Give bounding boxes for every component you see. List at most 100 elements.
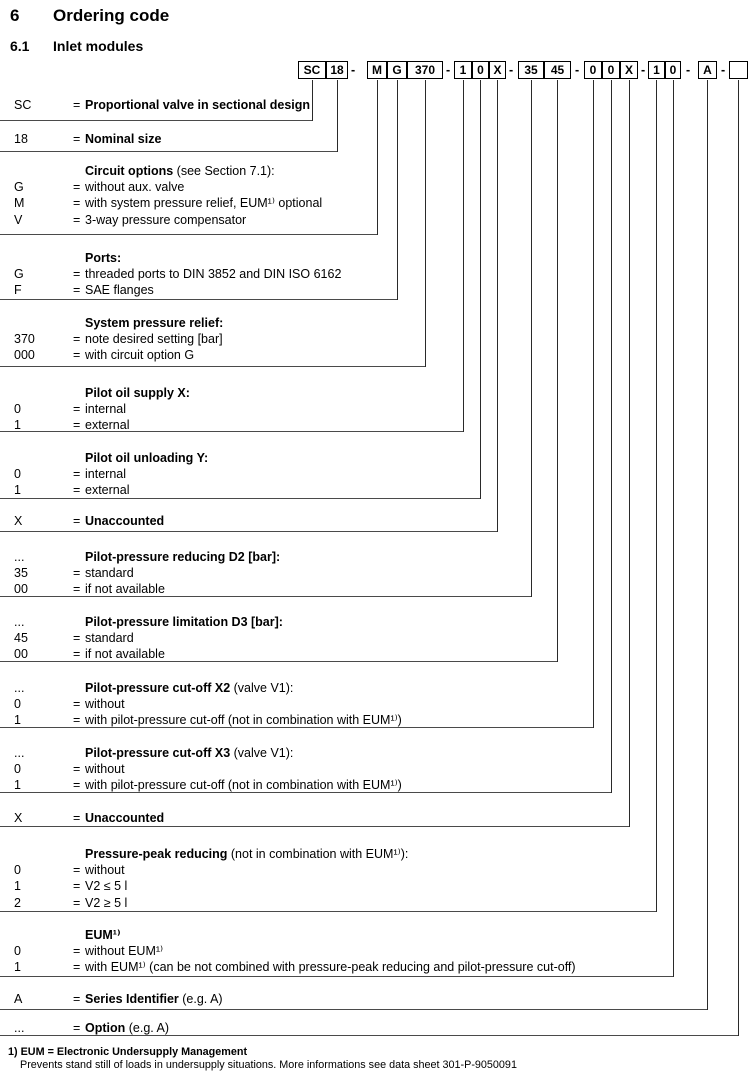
equals-sign: = xyxy=(73,879,81,894)
row-code: 35 xyxy=(14,566,28,581)
equals-sign: = xyxy=(73,960,81,975)
row-description: Unaccounted xyxy=(85,810,164,826)
equals-sign: = xyxy=(73,582,81,597)
row-code: ... xyxy=(14,550,25,564)
section-ports: Ports:G=threaded ports to DIN 3852 and D… xyxy=(0,250,397,300)
row-description: Option (e.g. A) xyxy=(85,1020,169,1036)
row-description: without EUM¹⁾ xyxy=(85,943,163,959)
row-description-bold: Option xyxy=(85,1021,126,1035)
equals-sign: = xyxy=(73,647,81,662)
row-description-text: with pilot-pressure cut-off (not in comb… xyxy=(85,713,402,728)
row-code: 0 xyxy=(14,944,21,959)
code-separator-dash: - xyxy=(641,63,646,77)
row-code: G xyxy=(14,267,24,282)
row-code: 1 xyxy=(14,879,21,894)
row-description-bold: Pilot-pressure cut-off X3 xyxy=(85,746,231,760)
row: 370=note desired setting [bar] xyxy=(0,331,425,347)
row: 45=standard xyxy=(0,630,557,646)
row-code: ... xyxy=(14,1021,25,1035)
row-description: with pilot-pressure cut-off (not in comb… xyxy=(85,777,402,793)
equals-sign: = xyxy=(73,944,81,959)
row-description: Pilot-pressure reducing D2 [bar]: xyxy=(85,549,280,565)
row-description-bold: Pressure-peak reducing xyxy=(85,847,228,861)
row: F=SAE flanges xyxy=(0,282,397,298)
row-description: V2 ≤ 5 l xyxy=(85,878,127,894)
row: 2=V2 ≥ 5 l xyxy=(0,895,656,911)
row-code: ... xyxy=(14,746,25,760)
connector-line xyxy=(738,80,740,1036)
row-description-text: without xyxy=(85,762,125,777)
row-code: 1 xyxy=(14,778,21,793)
row-description-bold: Pilot oil unloading Y: xyxy=(85,451,209,465)
code-box-X: X xyxy=(489,61,506,79)
code-box-0: 0 xyxy=(584,61,602,79)
section-pilot-pressure-cut-off-x3: ...Pilot-pressure cut-off X3 (valve V1):… xyxy=(0,745,611,793)
row: ...=Option (e.g. A) xyxy=(0,1020,738,1036)
row-description: Proportional valve in sectional design xyxy=(85,97,310,113)
row-description-bold: Circuit options xyxy=(85,164,174,178)
row: 0=internal xyxy=(0,401,463,417)
equals-sign: = xyxy=(73,631,81,646)
row-description: external xyxy=(85,482,129,498)
code-box-A: A xyxy=(698,61,717,79)
equals-sign: = xyxy=(73,98,81,112)
equals-sign: = xyxy=(73,132,81,146)
row-code: SC xyxy=(14,98,32,112)
row-description: without aux. valve xyxy=(85,179,184,195)
footnote-line1: 1) EUM = Electronic Undersupply Manageme… xyxy=(8,1046,248,1058)
section-pressure-peak-reducing: Pressure-peak reducing (not in combinati… xyxy=(0,846,656,912)
row-description-text: with system pressure relief, EUM¹⁾ optio… xyxy=(85,196,323,211)
row-description: V2 ≥ 5 l xyxy=(85,895,127,911)
row-description-bold: Unaccounted xyxy=(85,514,165,528)
row-description-bold: Pilot-pressure reducing D2 [bar]: xyxy=(85,550,281,564)
row-description: without xyxy=(85,696,125,712)
row-code: 0 xyxy=(14,402,21,417)
row-code: 1 xyxy=(14,960,21,975)
row-description-bold: EUM¹⁾ xyxy=(85,928,121,942)
row-code: 0 xyxy=(14,762,21,777)
row-code: 370 xyxy=(14,332,35,347)
equals-sign: = xyxy=(73,180,81,195)
section-unaccounted-1: X=Unaccounted xyxy=(0,513,497,532)
code-box-35: 35 xyxy=(518,61,544,79)
row: 1=external xyxy=(0,417,463,433)
code-box-0: 0 xyxy=(472,61,489,79)
code-box-M: M xyxy=(367,61,387,79)
row-description-text: without xyxy=(85,697,125,712)
row-description-bold: Pilot oil supply X: xyxy=(85,386,190,400)
row-description: internal xyxy=(85,401,126,417)
connector-line xyxy=(397,80,399,300)
code-box-1: 1 xyxy=(454,61,472,79)
equals-sign: = xyxy=(73,811,81,825)
equals-sign: = xyxy=(73,566,81,581)
row: SC = Proportional valve in sectional desig… xyxy=(0,97,312,113)
row-description: Pilot oil unloading Y: xyxy=(85,450,208,466)
equals-sign: = xyxy=(73,467,81,482)
row-description: Pilot oil supply X: xyxy=(85,385,190,401)
row-code: 1 xyxy=(14,483,21,498)
row-description-bold: Proportional valve in sectional design xyxy=(85,98,311,112)
row-code: 00 xyxy=(14,582,28,597)
row: 0=without xyxy=(0,761,611,777)
row-description-bold: Nominal size xyxy=(85,132,162,146)
row-description: Series Identifier (e.g. A) xyxy=(85,991,223,1007)
row: 00=if not available xyxy=(0,581,531,597)
row-description-text: (see Section 7.1): xyxy=(173,164,275,178)
row: X=Unaccounted xyxy=(0,810,629,826)
row-description: with system pressure relief, EUM¹⁾ optio… xyxy=(85,195,322,211)
equals-sign: = xyxy=(73,196,81,211)
equals-sign: = xyxy=(73,283,81,298)
code-separator-dash: - xyxy=(446,63,451,77)
code-separator-dash: - xyxy=(686,63,691,77)
connector-line xyxy=(377,80,379,235)
row-code: A xyxy=(14,992,23,1006)
row-description-text: external xyxy=(85,418,130,433)
row-code: 45 xyxy=(14,631,28,646)
code-box-0: 0 xyxy=(602,61,620,79)
equals-sign: = xyxy=(73,895,81,910)
code-box-X: X xyxy=(620,61,638,79)
row-description: Pilot-pressure limitation D3 [bar]: xyxy=(85,614,283,630)
row-description: without xyxy=(85,761,125,777)
